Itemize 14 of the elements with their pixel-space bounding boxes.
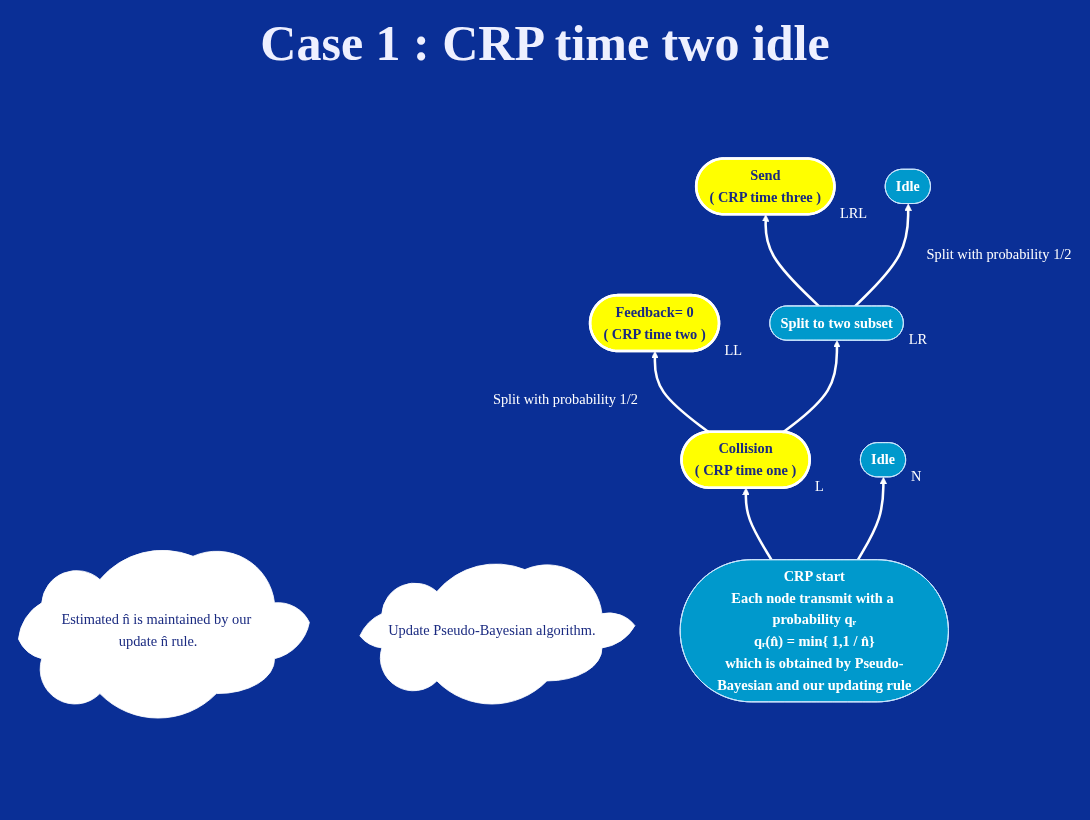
arrow [854, 203, 912, 307]
arrow [856, 476, 888, 561]
edge-label: Split with probability 1/2 [926, 246, 1072, 263]
arrow [742, 487, 773, 561]
node-caption: LL [724, 341, 743, 358]
arrow [761, 214, 820, 307]
node-caption: L [815, 478, 824, 495]
node-caption: LRL [839, 204, 868, 221]
arrow [782, 340, 841, 433]
node-caption: N [911, 467, 922, 484]
edge-label: Split with probability 1/2 [492, 391, 638, 408]
node-caption: LR [908, 330, 928, 347]
arrow [651, 350, 710, 433]
slide-title: Case 1 : CRP time two idle [259, 14, 831, 72]
